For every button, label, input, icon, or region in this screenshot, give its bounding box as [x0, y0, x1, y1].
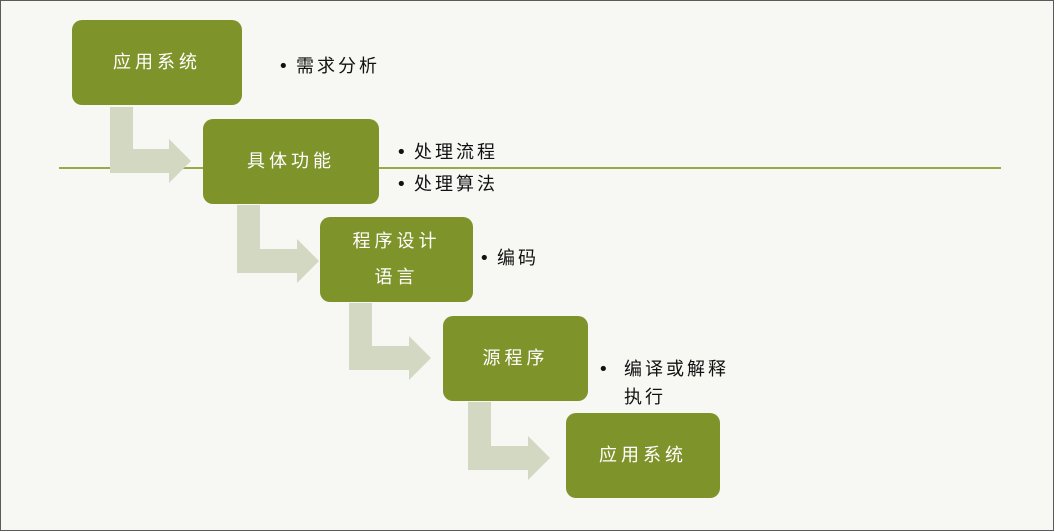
bent-arrow-2: [237, 205, 319, 283]
step-label-line1: 程序设计: [352, 230, 441, 252]
note-coding: • 编码: [479, 243, 539, 275]
bullet-dot: •: [278, 56, 289, 77]
step-box-source-program: 源程序: [443, 316, 588, 401]
note-text: 编码: [497, 248, 539, 269]
step-box-programming-language: 程序设计 语言: [320, 217, 473, 302]
step-box-application-system: 应用系统: [72, 20, 242, 105]
note-text: 处理算法: [414, 174, 498, 195]
step-box-application-system-final: 应用系统: [566, 413, 720, 498]
step-label: 具体功能: [247, 150, 335, 172]
step-label: 应用系统: [113, 51, 201, 73]
note-compile-or-interpret: • 编译或解释 执行: [598, 354, 729, 414]
horizontal-rule: [59, 167, 1001, 169]
bullet-dot: •: [396, 142, 407, 163]
bent-arrow-3: [349, 303, 431, 380]
step-label: 源程序: [482, 347, 549, 369]
bullet-dot: •: [396, 174, 407, 195]
note-text-line1: 编译或解释: [624, 359, 729, 380]
note-requirements-analysis: • 需求分析: [278, 51, 380, 83]
step-label: 应用系统: [599, 444, 687, 466]
note-text: 需求分析: [296, 56, 380, 77]
note-text-line2: 执行: [624, 387, 666, 408]
note-processing-flow: • 处理流程: [396, 137, 498, 169]
bullet-dot: •: [598, 359, 609, 380]
step-label-line2: 语言: [374, 266, 419, 288]
step-box-specific-function: 具体功能: [203, 119, 379, 204]
note-processing-algorithm: • 处理算法: [396, 169, 498, 201]
bent-arrow-4: [468, 402, 550, 480]
bent-arrow-1: [110, 107, 191, 183]
bullet-dot: •: [479, 248, 490, 269]
note-text: 处理流程: [414, 142, 498, 163]
